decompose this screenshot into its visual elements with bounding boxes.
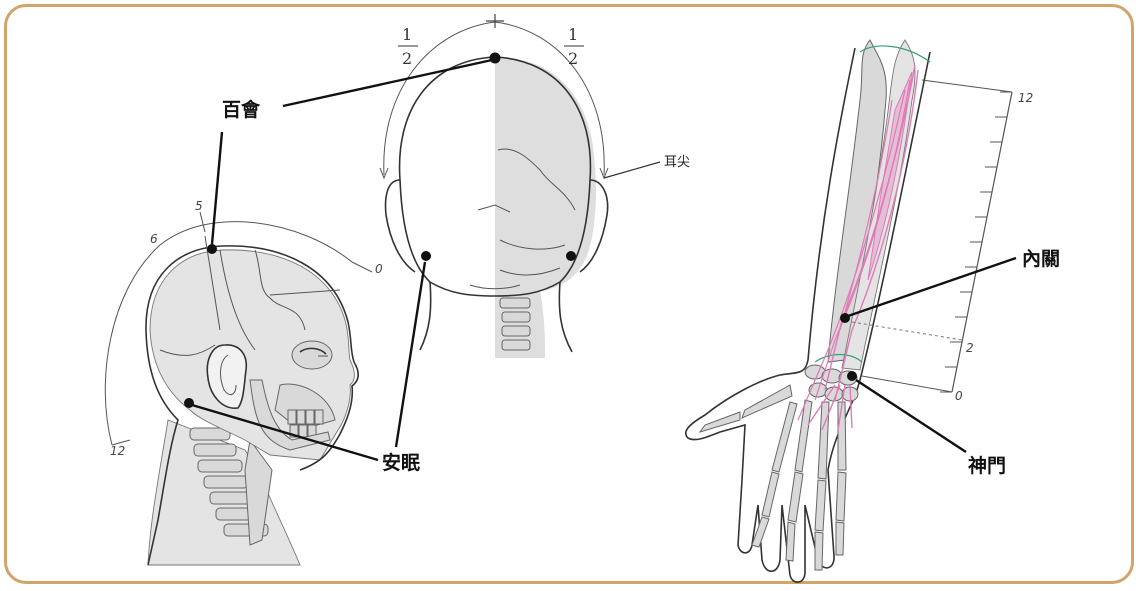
- fraction-right-numerator: 1: [568, 25, 578, 44]
- anmian-point-front-right: [566, 251, 576, 261]
- head-tick-12: 12: [110, 444, 125, 458]
- anmian-point-side: [184, 398, 194, 408]
- side-view-head: 0 5 6 12: [105, 199, 383, 565]
- arm-tick-2: 2: [966, 341, 974, 355]
- ear-apex-label: 耳尖: [664, 155, 690, 170]
- anmian-label: 安眠: [382, 451, 420, 474]
- baihui-label: 百會: [222, 98, 261, 121]
- front-view-head: 1 2 1 2 耳尖: [380, 14, 690, 358]
- fraction-left-denominator: 2: [402, 49, 412, 68]
- head-tick-6: 6: [150, 232, 158, 246]
- anmian-pointer-front: [396, 262, 425, 447]
- shenmen-pointer: [856, 380, 966, 452]
- baihui-point-side: [207, 244, 217, 254]
- anmian-point-front-left: [421, 251, 431, 261]
- neiguan-label: 內關: [1022, 248, 1060, 270]
- arm-tick-12: 12: [1018, 91, 1033, 105]
- fraction-left-numerator: 1: [402, 25, 412, 44]
- neiguan-point: [840, 313, 850, 323]
- baihui-pointer-side: [212, 132, 222, 244]
- head-tick-5: 5: [195, 199, 203, 213]
- front-skull-half: [495, 57, 596, 295]
- baihui-pointer-front: [283, 60, 492, 106]
- shenmen-label: 神門: [968, 454, 1006, 477]
- head-tick-0: 0: [375, 262, 383, 276]
- baihui-point-front: [490, 53, 501, 64]
- side-orbit: [292, 341, 332, 369]
- arm-tick-0: 0: [955, 389, 963, 403]
- shenmen-point: [847, 371, 857, 381]
- arm-scale-ticks: [940, 92, 1012, 392]
- fraction-right-denominator: 2: [568, 49, 578, 68]
- hand-bones: [700, 385, 846, 570]
